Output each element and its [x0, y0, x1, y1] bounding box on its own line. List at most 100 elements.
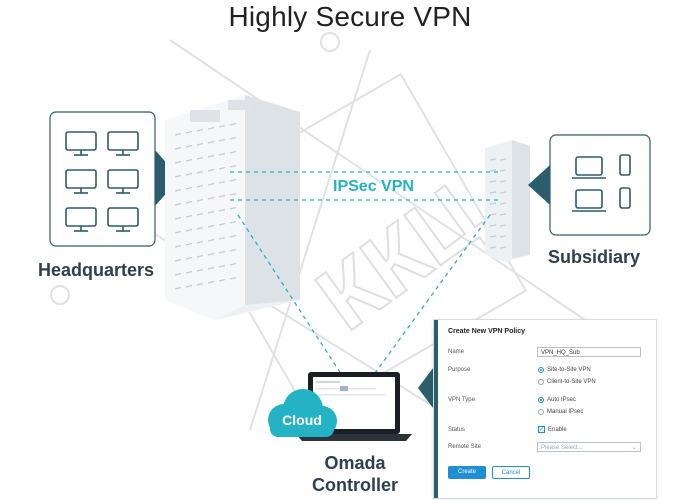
building-window: [499, 191, 507, 194]
create-button[interactable]: Create: [448, 466, 486, 479]
building-window: [196, 156, 204, 160]
building-window: [174, 188, 182, 192]
building-window: [218, 124, 226, 128]
phone-icon: [619, 187, 631, 209]
building-window: [229, 178, 237, 182]
building-window: [218, 236, 226, 240]
desktop-monitor-icon: [65, 131, 139, 232]
panel-accent-bar: [434, 320, 438, 498]
building-window: [489, 158, 497, 161]
building-window: [489, 180, 497, 183]
building-window: [207, 126, 215, 130]
building-window: [229, 206, 237, 210]
building-window: [218, 222, 226, 226]
building-window: [499, 246, 507, 249]
purpose-radio-site-to-site[interactable]: [538, 367, 544, 373]
building-window: [196, 282, 204, 286]
building-window: [229, 192, 237, 196]
building-window: [196, 128, 204, 132]
building-window: [207, 154, 215, 158]
building-window: [174, 146, 182, 150]
phone-icon: [619, 154, 631, 176]
building-window: [196, 268, 204, 272]
page-title: Highly Secure VPN: [228, 1, 472, 32]
desktop-monitor-icon: [107, 131, 139, 156]
remote-site-placeholder: Please Select...: [541, 445, 583, 451]
building-window: [196, 240, 204, 244]
vpn-type-radio-auto[interactable]: [538, 397, 544, 403]
vpn-type-option-auto: Auto IPsec: [547, 397, 577, 403]
building-window: [185, 158, 193, 162]
building-window: [185, 256, 193, 260]
remote-site-select[interactable]: Please Select... ⌄: [537, 442, 641, 452]
status-label: Status: [448, 427, 466, 433]
building-window: [174, 174, 182, 178]
building-window: [218, 194, 226, 198]
panel-pointer: [418, 368, 433, 408]
panel-title: Create New VPN Policy: [448, 328, 526, 335]
building-window: [229, 150, 237, 154]
building-window: [218, 250, 226, 254]
controller-label: Omada Controller: [304, 452, 406, 496]
remote-site-label: Remote Site: [448, 444, 482, 450]
building-window: [218, 152, 226, 156]
building-window: [185, 228, 193, 232]
desktop-monitor-icon: [107, 207, 139, 232]
subsidiary-building: [485, 140, 530, 262]
building-window: [185, 172, 193, 176]
building-window: [489, 235, 497, 238]
building-window: [218, 264, 226, 268]
cancel-button[interactable]: Cancel: [492, 466, 530, 479]
building-window: [499, 158, 507, 161]
building-window: [229, 164, 237, 168]
vpn-type-option-manual: Manual IPsec: [547, 409, 584, 415]
building-window: [229, 136, 237, 140]
building-window: [207, 266, 215, 270]
building-window: [218, 208, 226, 212]
building-window: [499, 169, 507, 172]
subsidiary-label: Subsidiary: [548, 247, 641, 267]
desktop-monitor-icon: [107, 169, 139, 194]
building-window: [229, 122, 237, 126]
building-window: [499, 202, 507, 205]
building-window: [229, 234, 237, 238]
building-window: [174, 132, 182, 136]
purpose-label: Purpose: [448, 367, 471, 373]
purpose-option-client-to-site: Client-to-Site VPN: [547, 379, 596, 385]
building-window: [196, 198, 204, 202]
status-checkbox[interactable]: ✓: [538, 426, 545, 433]
building-window: [489, 191, 497, 194]
building-window: [207, 168, 215, 172]
status-enable-text: Enable: [548, 427, 567, 433]
building-window: [229, 220, 237, 224]
controller-label-line1: Omada: [324, 453, 386, 473]
purpose-radio-client-to-site[interactable]: [538, 379, 544, 385]
desktop-monitor-icon: [65, 169, 97, 194]
subsidiary-device-panel: [528, 134, 651, 236]
building-window: [499, 213, 507, 216]
building-window: [185, 270, 193, 274]
cloud-icon: [268, 389, 337, 437]
building-window: [174, 286, 182, 290]
building-window: [499, 224, 507, 227]
purpose-option-site-to-site: Site-to-Site VPN: [547, 367, 591, 373]
building-window: [229, 248, 237, 252]
building-window: [207, 140, 215, 144]
building-window: [499, 235, 507, 238]
cloud-label: Cloud: [282, 412, 322, 428]
name-input[interactable]: VPN_HQ_Sub: [537, 347, 641, 357]
building-window: [196, 142, 204, 146]
building-window: [218, 278, 226, 282]
building-window: [218, 138, 226, 142]
vpn-policy-panel: Create New VPN Policy Name VPN_HQ_Sub Pu…: [433, 319, 657, 499]
building-window: [218, 180, 226, 184]
building-window: [196, 254, 204, 258]
building-window: [174, 202, 182, 206]
building-window: [489, 169, 497, 172]
building-window: [185, 284, 193, 288]
vpn-type-radio-manual[interactable]: [538, 409, 544, 415]
building-window: [489, 213, 497, 216]
building-window: [207, 252, 215, 256]
headquarters-building: [165, 95, 300, 320]
